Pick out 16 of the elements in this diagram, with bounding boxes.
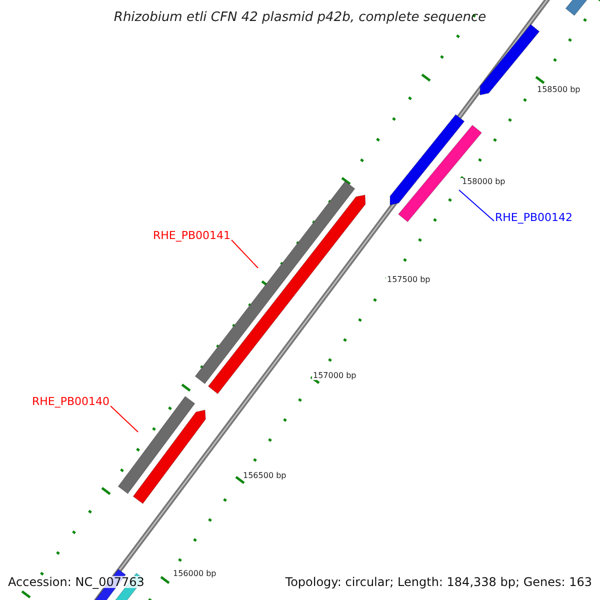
position-label: 158500 bp [536, 86, 582, 94]
position-label: 157500 bp [386, 276, 432, 284]
gene-feature [132, 410, 206, 504]
gene-label: RHE_PB00140 [32, 396, 110, 407]
map-title: Rhizobium etli CFN 42 plasmid p42b, complete sequence [114, 11, 486, 24]
position-label: 157000 bp [312, 372, 358, 380]
gene-label: RHE_PB00141 [153, 230, 231, 241]
accession-text: Accession: NC_007763 [8, 576, 144, 588]
position-label: 158000 bp [461, 178, 506, 186]
map-info-text: Topology: circular; Length: 184,338 bp; Genes: 163 [285, 576, 592, 588]
leader-line [231, 240, 258, 268]
position-label: 156500 bp [242, 472, 288, 480]
leader-line [110, 406, 138, 432]
position-label: 156000 bp [172, 570, 218, 578]
leader-line [458, 190, 494, 222]
gene-label: RHE_PB00142 [495, 212, 573, 223]
